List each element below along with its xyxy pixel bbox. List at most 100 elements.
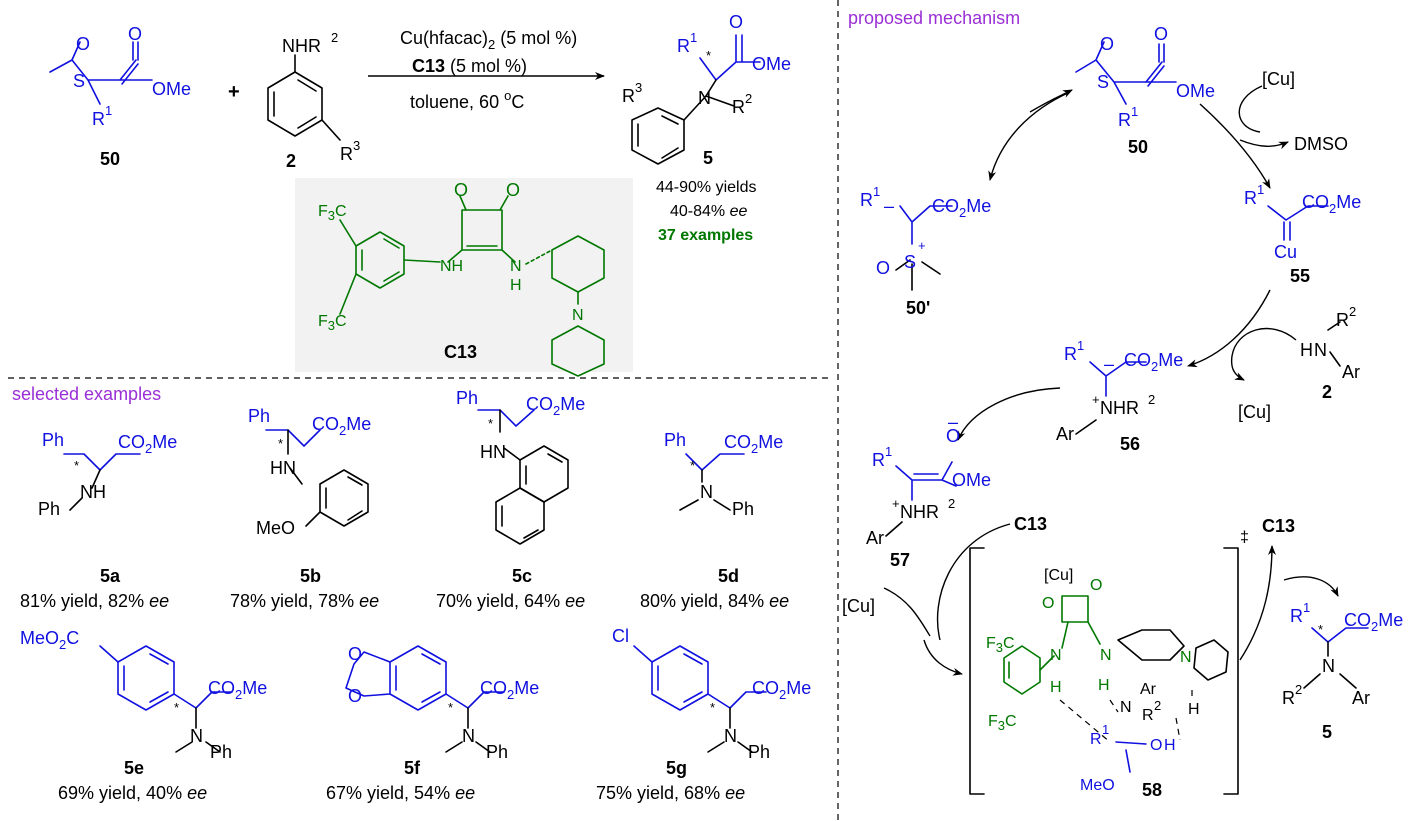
svg-text:R: R [1336,310,1349,330]
svg-text:R: R [872,450,885,470]
svg-text:CO2Me: CO2Me [752,678,811,702]
c13-input-label: C13 [1014,514,1047,534]
svg-text:O: O [876,258,890,278]
svg-text:*: * [174,700,179,715]
svg-text:R: R [1290,606,1303,626]
svg-text:NH: NH [80,482,106,502]
svg-text:R: R [1282,688,1295,708]
carbene-arrow [1199,103,1271,189]
svg-text:R: R [860,190,873,210]
svg-text:2: 2 [1154,698,1161,713]
svg-text:R: R [1244,188,1257,208]
cu-input-label: [Cu] [842,596,875,616]
ee-range: 40-84% ee [670,203,747,220]
svg-text:H: H [1188,701,1200,718]
selected-examples-title: selected examples [12,384,161,404]
svg-text:R: R [1064,344,1077,364]
example-5b: Ph CO2Me * HN MeO 5b 78% yield, 78% ee [230,406,379,611]
svg-text:3: 3 [635,80,642,95]
svg-text:O: O [1154,24,1168,44]
svg-text:S: S [73,71,85,91]
svg-text:*: * [488,416,493,431]
example-result-5f: 67% yield, 54% ee [326,783,475,803]
svg-text:1: 1 [690,30,697,45]
mech-label-50: 50 [1128,137,1148,157]
svg-text:O: O [946,426,960,446]
svg-text:OMe: OMe [752,54,791,74]
compound-label-5: 5 [703,148,713,168]
svg-text:Ph: Ph [486,742,508,762]
svg-text:–: – [1104,354,1114,374]
svg-text:CO2Me: CO2Me [1124,350,1183,374]
svg-text:N: N [462,726,475,746]
equilibrium-arrow [988,91,1071,181]
svg-text:*: * [278,436,283,451]
svg-text:Ph: Ph [42,430,64,450]
mech-label-56: 56 [1120,434,1140,454]
svg-text:N: N [190,726,203,746]
svg-text:1: 1 [1257,182,1264,197]
svg-text:Ph: Ph [456,388,478,408]
svg-text:2: 2 [331,30,338,45]
example-5a: Ph CO2Me * NH Ph 5a 81% yield, 82% ee [20,430,177,611]
svg-text:N: N [698,88,711,108]
mechanism-compound-2: H N R 2 Ar 2 [1300,304,1360,402]
mech-label-50-prime: 50' [906,298,930,318]
svg-text:*: * [710,700,715,715]
svg-text:CO2Me: CO2Me [208,678,267,702]
svg-text:F3C: F3C [988,713,1017,733]
svg-text:CO2Me: CO2Me [1344,610,1403,634]
svg-text:R: R [677,36,690,56]
catalyst-c13-box: F3C F3C O O NH N H N C13 [295,178,633,377]
product-5: R 1 * O OMe N R 2 R 3 5 44-90% yields 40… [622,12,791,244]
example-label-5g: 5g [666,758,687,778]
svg-text:S: S [904,252,916,272]
svg-text:+: + [892,496,900,511]
svg-text:N: N [572,307,584,324]
compound-label-50: 50 [100,149,120,169]
svg-text:Ar: Ar [866,528,884,548]
compound-label-2: 2 [286,151,296,171]
example-label-5a: 5a [100,566,121,586]
svg-text:CO2Me: CO2Me [526,394,585,418]
svg-text:F3C: F3C [318,203,347,223]
svg-text:CO2Me: CO2Me [118,432,177,456]
example-result-5d: 80% yield, 84% ee [640,591,789,611]
svg-text:N: N [724,726,737,746]
svg-text:[Cu]: [Cu] [1044,567,1073,584]
svg-text:O: O [729,12,743,32]
svg-text:Cu: Cu [1274,242,1297,262]
svg-text:O: O [454,180,468,200]
svg-text:MeO: MeO [1080,777,1115,794]
svg-text:C13 (5 mol %): C13 (5 mol %) [412,56,527,76]
svg-text:CO2Me: CO2Me [932,196,991,220]
example-result-5e: 69% yield, 40% ee [58,783,207,803]
svg-text:1: 1 [105,103,112,118]
svg-text:O: O [128,24,142,44]
svg-text:O: O [348,686,362,706]
svg-text:O: O [1090,577,1102,594]
svg-text:[Cu]: [Cu] [1262,69,1295,89]
svg-text:R: R [732,97,745,117]
svg-text:Cu(hfacac)2 (5 mol %): Cu(hfacac)2 (5 mol %) [400,28,577,52]
svg-text:CO2Me: CO2Me [1302,192,1361,216]
svg-text:O: O [1100,34,1114,54]
example-5e: MeO2C CO2Me * N Ph 5e 69% yield, 40% ee [20,628,267,803]
svg-text:F3C: F3C [986,635,1015,655]
svg-text:NHR: NHR [282,36,321,56]
svg-text:–: – [948,412,958,432]
svg-text:1: 1 [1102,722,1109,737]
mech-label-55: 55 [1290,266,1310,286]
mechanism-compound-57: R 1 O – OMe + NHR 2 Ar 57 [866,412,991,570]
product-release-arrow [1283,576,1339,597]
svg-text:CO2Me: CO2Me [724,432,783,456]
svg-text:N: N [1100,647,1112,664]
svg-text:OMe: OMe [1176,81,1215,101]
svg-text:*: * [448,700,453,715]
svg-text:H: H [510,277,522,294]
svg-text:CO2Me: CO2Me [312,414,371,438]
svg-text:3: 3 [353,138,360,153]
to-ts-arrow [923,639,963,676]
svg-text:O: O [348,644,362,664]
